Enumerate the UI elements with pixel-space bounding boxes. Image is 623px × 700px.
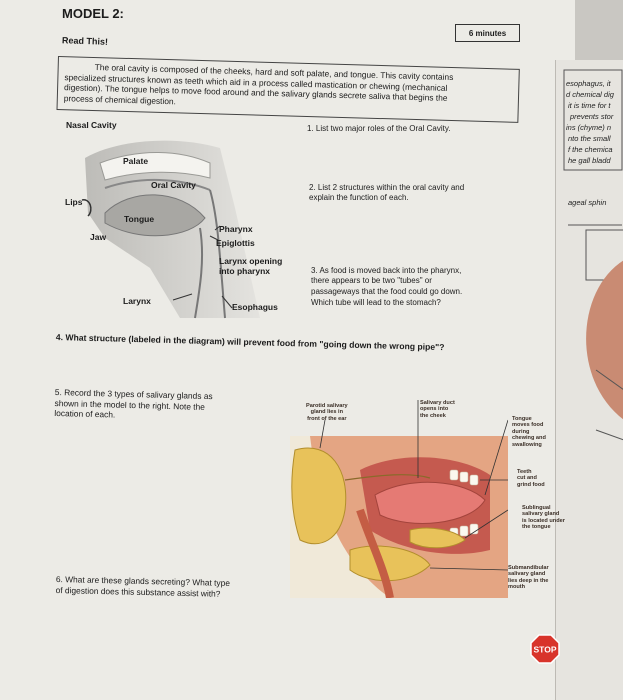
sublingual-gland-shape — [409, 527, 466, 549]
teeth-illustration — [449, 469, 479, 539]
label-lips: Lips — [65, 197, 83, 207]
caption-sublingual-1: Sublingual — [522, 505, 551, 511]
epiglottis-pointer — [209, 235, 219, 241]
caption-sublingual: Sublingual salivary gland is located und… — [522, 505, 565, 531]
sublingual-pointer — [464, 509, 508, 539]
side-text-6: nto the small — [568, 134, 611, 143]
larynx-pointer — [172, 293, 193, 301]
question-1: 1. List two major roles of the Oral Cavi… — [307, 124, 451, 133]
caption-submandibular: Submandibular salivary gland lies deep i… — [508, 565, 549, 591]
caption-submandibular-4: mouth — [508, 584, 526, 591]
caption-teeth: Teeth cut and grind food — [517, 469, 545, 488]
caption-tongue-5: swallowing — [512, 441, 542, 448]
caption-sublingual-4: the tongue — [522, 524, 551, 531]
caption-tongue-4: chewing and — [512, 435, 546, 442]
side-text-8: he gall bladd — [568, 156, 611, 165]
question-5: 5. Record the 3 types of salivary glands… — [54, 387, 260, 424]
label-larynx-opening-1: Larynx opening — [219, 256, 283, 266]
salivary-gland-illustration — [290, 400, 508, 598]
tongue-illustration — [374, 481, 486, 524]
caption-submandibular-3: lies deep in the — [508, 577, 549, 584]
caption-parotid: Parotid salivary gland lies in front of … — [306, 403, 348, 422]
larynx-wall — [194, 227, 204, 319]
side-text-1: esophagus, it — [566, 79, 611, 88]
label-epiglottis: Epiglottis — [216, 238, 255, 248]
throat-tube — [356, 508, 394, 598]
tongue-pointer — [484, 419, 508, 496]
pharynx-wall — [209, 189, 226, 319]
salivary-duct-shape — [344, 474, 431, 481]
nasal-cavity-shape — [99, 152, 211, 181]
side-text-9: ageal sphin — [568, 198, 607, 207]
caption-parotid-1: Parotid salivary — [306, 403, 348, 409]
side-text-5: ins (chyme) n — [566, 123, 612, 132]
side-text-2: d chemical dig — [566, 90, 614, 99]
caption-salivary-duct-3: the cheek — [420, 412, 446, 419]
question-2-line-2: explain the function of each. — [309, 193, 409, 202]
model-title: MODEL 2: — [62, 6, 124, 21]
caption-sublingual-2: salivary gland — [522, 511, 560, 518]
caption-tongue: Tongue moves food during chewing and swa… — [512, 416, 546, 448]
label-oral-cavity: Oral Cavity — [151, 180, 196, 190]
stop-sign-label: STOP — [534, 645, 557, 655]
caption-salivary-duct-1: Salivary duct — [420, 400, 455, 406]
caption-tongue-1: Tongue — [512, 416, 532, 422]
label-pharynx: Pharynx — [219, 224, 253, 234]
label-jaw: Jaw — [90, 232, 107, 242]
caption-sublingual-3: is located under — [522, 517, 565, 524]
label-larynx: Larynx — [123, 296, 151, 306]
caption-salivary-duct-2: opens into — [420, 406, 449, 413]
submandibular-pointer — [429, 567, 508, 571]
caption-parotid-3: front of the ear — [307, 415, 347, 422]
caption-tongue-2: moves food — [512, 422, 544, 429]
caption-teeth-3: grind food — [517, 481, 545, 488]
caption-teeth-1: Teeth — [517, 469, 532, 475]
parotid-gland-shape — [291, 447, 347, 545]
label-nasal-cavity: Nasal Cavity — [66, 120, 117, 130]
caption-teeth-2: cut and — [517, 475, 537, 482]
side-text-4: prevents stor — [570, 112, 614, 121]
time-badge: 6 minutes — [455, 24, 520, 42]
question-2-line-1: 2. List 2 structures within the oral cav… — [309, 183, 465, 192]
palate-shape — [104, 178, 211, 191]
caption-parotid-2: gland lies in — [310, 409, 343, 416]
caption-submandibular-2: salivary gland — [508, 571, 546, 578]
adjacent-page-art — [563, 69, 623, 441]
head-cross-section-diagram — [81, 140, 260, 319]
side-text-3: it is time for t — [568, 101, 611, 110]
side-text-7: f the chemica — [568, 145, 613, 154]
question-3-line-1: 3. As food is moved back into the pharyn… — [311, 266, 462, 275]
caption-submandibular-1: Submandibular — [508, 565, 549, 571]
question-3-line-2: there appears to be two "tubes" or — [311, 276, 432, 285]
question-3-line-4: Which tube will lead to the stomach? — [311, 298, 441, 307]
pharynx-pointer — [214, 225, 221, 231]
tongue-shape — [104, 194, 206, 237]
caption-tongue-3: during — [512, 428, 530, 435]
label-palate: Palate — [123, 156, 149, 166]
stop-sign-icon: STOP — [530, 634, 560, 664]
parotid-pointer — [319, 419, 326, 449]
label-tongue: Tongue — [124, 214, 155, 224]
read-this-heading: Read This! — [61, 35, 109, 47]
esophagus-pointer — [221, 295, 233, 309]
question-3-line-3: passageways that the food could go down. — [311, 287, 463, 296]
lips-shape — [81, 199, 92, 217]
label-esophagus: Esophagus — [232, 302, 278, 312]
adjacent-page: esophagus, it d chemical dig it is time … — [555, 60, 623, 700]
submandibular-gland-shape — [349, 545, 431, 582]
label-larynx-opening-2: into pharynx — [219, 266, 271, 276]
caption-salivary-duct: Salivary duct opens into the cheek — [420, 400, 455, 419]
